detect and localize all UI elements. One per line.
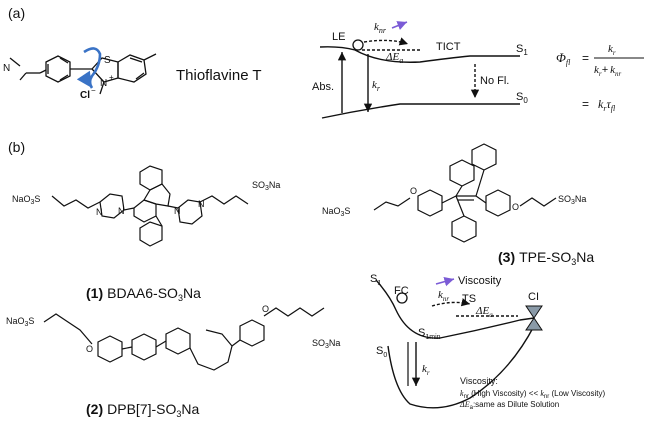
s1min-label: S1min [418, 327, 441, 341]
quantum-yield-equation: Φfl = kr kr+knr = krτfl [556, 43, 644, 113]
svg-text:kr+knr: kr+knr [594, 64, 621, 78]
c1-n3: N [174, 206, 181, 216]
energy-diagram-b [375, 276, 535, 409]
svg-text:=: = [582, 51, 589, 65]
c3-oxygen-right: O [512, 202, 519, 212]
twist-arrow-icon [76, 47, 102, 89]
knr-label-b: knr [438, 289, 449, 303]
compound-2-label: (2)DPB[7]-SO3Na [86, 401, 200, 419]
s1-label-a: S1 [516, 43, 528, 57]
s0-label-a: S0 [516, 91, 528, 105]
c1-right-group: SO3Na [252, 180, 280, 192]
fc-state-circle [396, 292, 408, 304]
thioflavin-n-dimethyl: N [3, 63, 10, 74]
viscosity-label: Viscosity [458, 275, 502, 287]
c1-left-group: NaO3S [12, 194, 40, 206]
viscosity-note: Viscosity: knr (High Viscosity) << knr (… [459, 376, 605, 411]
svg-text:krτfl: krτfl [598, 97, 616, 113]
c2-left-group: NaO3S [6, 316, 34, 328]
thioflavin-s-atom: S [104, 55, 111, 66]
conical-intersection-icon [525, 305, 543, 331]
c1-n4: N [198, 199, 205, 209]
fc-label: FC [394, 285, 409, 297]
ts-label: TS [462, 293, 476, 305]
c1-n2: N [118, 206, 125, 216]
compound-1-label: (1)BDAA6-SO3Na [86, 285, 201, 303]
no-fl-label: No Fl. [480, 75, 509, 87]
c2-right-group: SO3Na [312, 338, 340, 350]
compound-1-structure [51, 165, 249, 247]
dea-label-b: ΔEa [475, 305, 493, 319]
compound-3-structure [373, 143, 557, 243]
tict-label: TICT [436, 41, 461, 53]
s0-label-b: S0 [376, 345, 387, 359]
thioflavin-t-structure [9, 53, 157, 95]
ci-label: CI [528, 291, 539, 303]
chloride-sign: − [91, 86, 96, 95]
knr-label-a: knr [374, 21, 387, 35]
thioflavin-n-plus: N [100, 78, 107, 89]
chloride-label: Cl [80, 90, 90, 101]
c1-n1: N [96, 207, 103, 217]
kr-label-a: kr [372, 79, 381, 93]
le-label: LE [332, 31, 345, 43]
svg-text:Viscosity:: Viscosity: [460, 376, 498, 386]
svg-text:ΔEa:same as Dilute Solution: ΔEa:same as Dilute Solution [459, 400, 559, 411]
dea-label-a: ΔEa [385, 51, 403, 65]
svg-text:Φfl: Φfl [556, 50, 571, 67]
compound-3-label: (3)TPE-SO3Na [498, 249, 594, 267]
compound-2-structure [43, 307, 325, 371]
thioflavin-plus-sign: + [109, 73, 114, 82]
svg-text:knr (High Viscosity) << knr (L: knr (High Viscosity) << knr (Low Viscosi… [460, 389, 605, 400]
c3-right-group: SO3Na [558, 194, 586, 206]
svg-text:=: = [582, 97, 589, 111]
kr-label-b: kr [422, 363, 430, 377]
svg-text:kr: kr [608, 43, 616, 57]
c3-left-group: NaO3S [322, 206, 350, 218]
le-state-circle [352, 39, 364, 51]
s1-label-b: S1 [370, 273, 381, 287]
molecule-name: Thioflavine T [176, 67, 262, 84]
c2-oxygen-right: O [262, 304, 269, 314]
energy-diagram-a [319, 21, 520, 119]
panel-a-label: (a) [8, 5, 25, 21]
abs-label: Abs. [312, 81, 334, 93]
c2-oxygen-left: O [86, 344, 93, 354]
panel-b-label: (b) [8, 139, 25, 155]
c3-oxygen-left: O [410, 186, 417, 196]
